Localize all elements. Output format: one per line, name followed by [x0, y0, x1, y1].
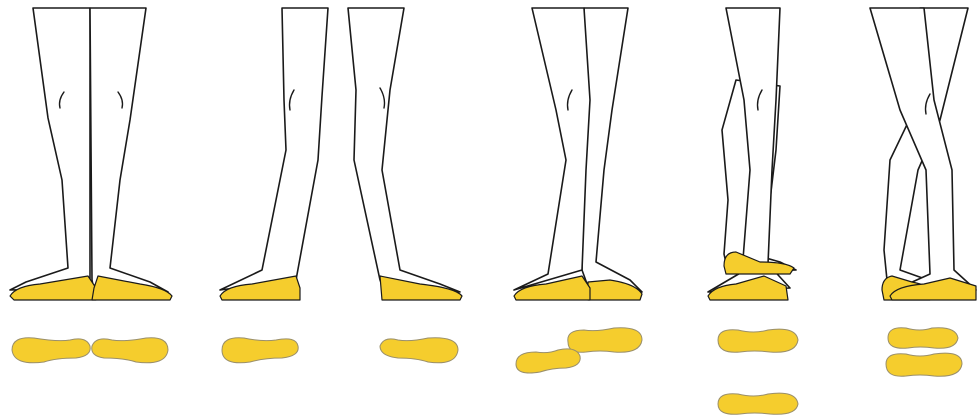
first-position — [10, 8, 172, 363]
right-footprint — [92, 338, 168, 363]
fifth-position — [870, 8, 976, 376]
fourth-position — [708, 8, 798, 414]
left-leg — [220, 8, 328, 290]
back-footprint — [718, 393, 798, 414]
left-footprint — [12, 338, 90, 363]
second-position — [220, 8, 462, 363]
left-leg — [10, 8, 96, 290]
third-position — [514, 8, 642, 373]
front-footprint — [886, 353, 962, 376]
right-footprint — [380, 338, 458, 363]
right-leg — [90, 8, 168, 292]
front-footprint — [516, 349, 580, 373]
back-footprint — [888, 328, 958, 349]
front-leg — [708, 8, 790, 292]
right-leg — [348, 8, 460, 292]
left-footprint — [222, 338, 298, 363]
front-footprint — [718, 329, 798, 352]
front-leg — [514, 8, 590, 290]
back-leg — [582, 8, 642, 292]
back-footprint — [568, 328, 642, 353]
